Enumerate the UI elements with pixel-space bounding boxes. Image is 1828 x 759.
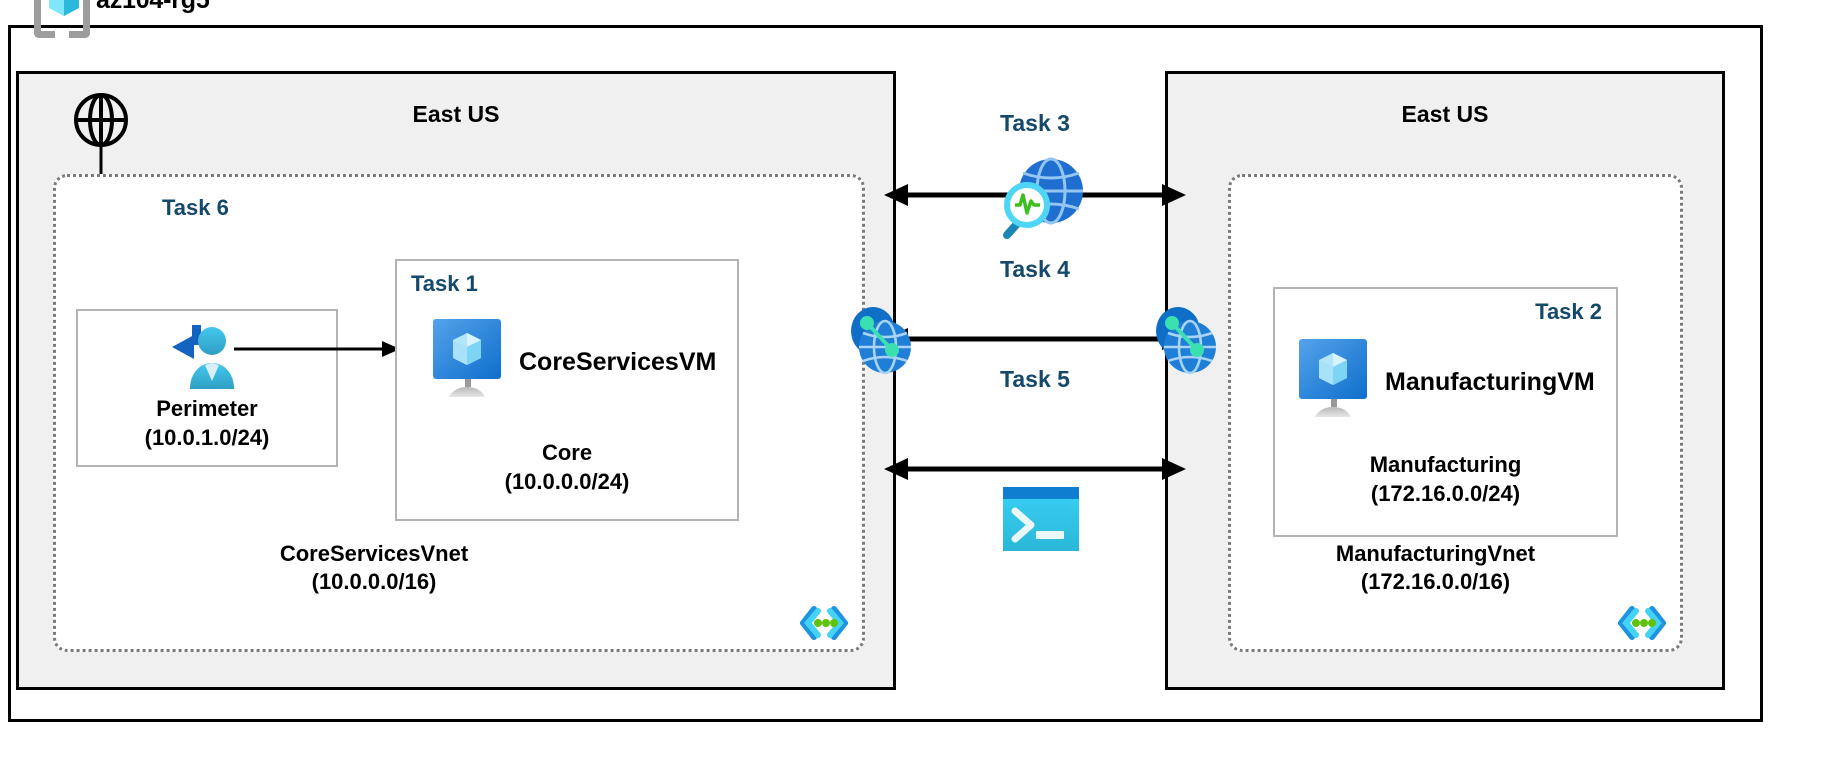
vnet-manufacturing: Task 2 xyxy=(1228,174,1683,652)
virtual-machine-icon xyxy=(1297,337,1369,428)
region-panel-right: East US Task 2 xyxy=(1165,71,1725,690)
vnet-core-services-label: CoreServicesVnet (10.0.0.0/16) xyxy=(279,540,469,595)
vnet-manufacturing-label: ManufacturingVnet (172.16.0.0/16) xyxy=(1335,540,1536,595)
network-watcher-icon xyxy=(995,155,1087,244)
subnet-perimeter: Perimeter (10.0.1.0/24) xyxy=(76,309,338,467)
vm-core-services: CoreServicesVM xyxy=(431,317,716,408)
subnet-core: Task 1 xyxy=(395,259,739,521)
subnet-manufacturing: Task 2 xyxy=(1273,287,1618,537)
resource-group-name: az104-rg5 xyxy=(96,0,210,15)
virtual-network-icon xyxy=(1617,605,1667,641)
region-title-left: East US xyxy=(412,101,500,127)
subnet-core-name: Core (10.0.0.0/24) xyxy=(504,440,630,494)
connector-task5 xyxy=(884,458,1186,480)
mid-task-5: Task 5 xyxy=(1000,366,1070,392)
mid-task-4: Task 4 xyxy=(1000,256,1070,282)
resource-group-cube-icon xyxy=(34,0,90,38)
task-tag-1: Task 1 xyxy=(411,271,478,296)
peering-globe-icon-left xyxy=(843,305,915,382)
virtual-machine-icon xyxy=(431,317,503,408)
vm-manufacturing-name: ManufacturingVM xyxy=(1385,368,1595,396)
region-title-right: East US xyxy=(1401,101,1489,127)
user-inbound-icon xyxy=(160,321,240,398)
region-panel-left: East US Task 6 xyxy=(16,71,896,690)
vnet-core-services: Task 6 xyxy=(53,174,865,652)
connector-task4 xyxy=(884,328,1186,350)
globe-icon xyxy=(73,92,129,153)
peering-globe-icon-right xyxy=(1148,305,1220,382)
vm-manufacturing: ManufacturingVM xyxy=(1297,337,1595,428)
cloud-shell-terminal-icon xyxy=(1003,487,1079,556)
virtual-network-icon xyxy=(799,605,849,641)
task-tag-6: Task 6 xyxy=(162,195,229,220)
subnet-perimeter-name: Perimeter (10.0.1.0/24) xyxy=(144,396,270,450)
mid-task-3: Task 3 xyxy=(1000,110,1070,136)
resource-group-title: az104-rg5 xyxy=(30,0,220,38)
subnet-manufacturing-name: Manufacturing (172.16.0.0/24) xyxy=(1369,452,1522,506)
task-tag-2: Task 2 xyxy=(1535,299,1602,324)
vm-core-services-name: CoreServicesVM xyxy=(519,348,717,376)
connector-perimeter-to-core xyxy=(234,341,400,357)
